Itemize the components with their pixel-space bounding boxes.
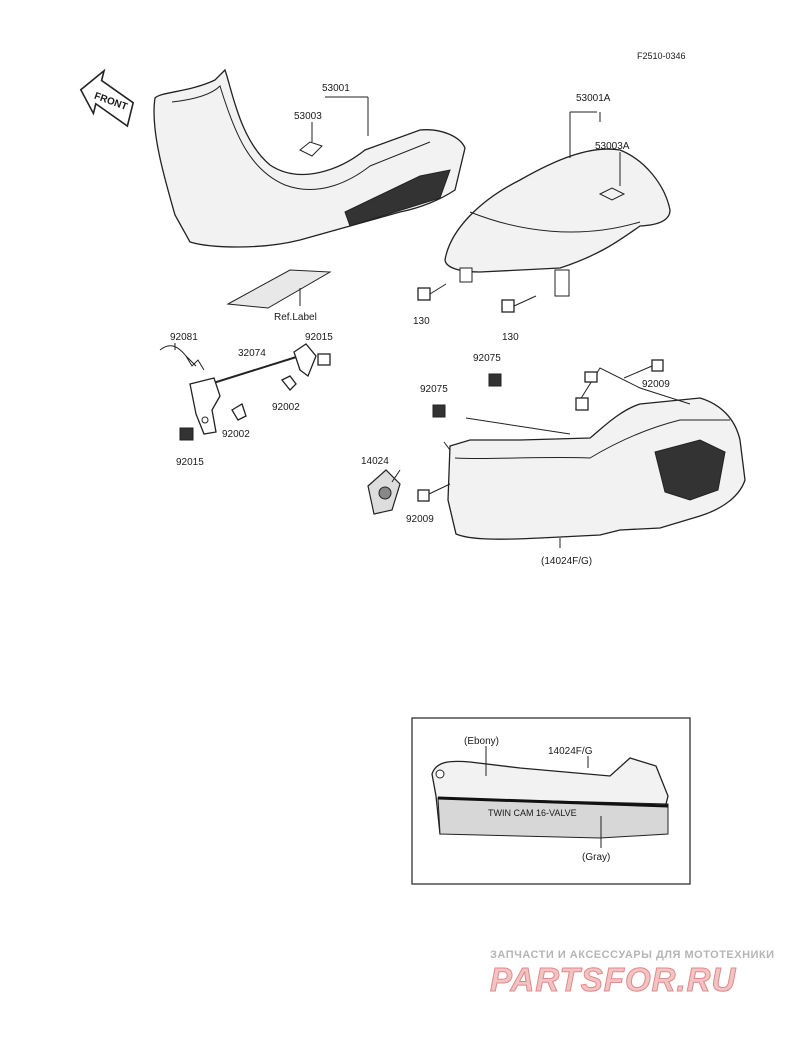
diagram-code: F2510-0346: [637, 51, 686, 61]
bolt-92009-lock: [417, 483, 451, 502]
label-14024FG: (14024F/G): [541, 556, 592, 567]
label-92081: 92081: [170, 332, 198, 343]
label-92075-a: 92075: [473, 353, 501, 364]
label-92015-low: 92015: [176, 457, 204, 468]
inset-decal: TWIN CAM 16-VALVE: [488, 808, 577, 818]
label-92015-top: 92015: [305, 332, 333, 343]
label-ref-label: Ref.Label: [274, 312, 317, 323]
grommet-92075-a: [488, 373, 502, 387]
label-53001A: 53001A: [576, 93, 611, 104]
label-53003: 53003: [294, 111, 322, 122]
grommet-92075-b: [432, 404, 446, 418]
label-92002-low: 92002: [222, 429, 250, 440]
label-32074: 32074: [238, 348, 266, 359]
rear-seat-53001A: [444, 148, 671, 297]
inset-part: 14024F/G: [548, 746, 593, 757]
bolt-92009-top: [623, 359, 664, 379]
label-53003A: 53003A: [595, 141, 630, 152]
label-92009-lock: 92009: [406, 514, 434, 525]
tail-cover: [447, 367, 746, 540]
watermark-logo: PARTSFOR.RU: [489, 961, 737, 999]
label-92002-mid: 92002: [272, 402, 300, 413]
leader-lines: [174, 96, 621, 548]
label-14024: 14024: [361, 456, 389, 467]
label-130-right: 130: [502, 332, 519, 343]
seat-53001: [153, 68, 466, 248]
seat-lock-assembly: [159, 343, 331, 441]
bolt-130-left: [417, 283, 447, 301]
bolt-130-right: [501, 295, 537, 313]
label-92009-top: 92009: [642, 379, 670, 390]
watermark-tagline: ЗАПЧАСТИ И АКСЕССУАРЫ ДЛЯ МОТОТЕХНИКИ: [490, 949, 775, 961]
inset-gray: (Gray): [582, 852, 610, 863]
ref-label-sheet: [226, 269, 332, 309]
color-inset: (Ebony) 14024F/G TWIN CAM 16-VALVE (Gray…: [411, 717, 691, 885]
front-arrow: FRONT: [79, 68, 135, 128]
seat-lock-14024: [367, 469, 401, 515]
label-92075-b: 92075: [420, 384, 448, 395]
label-53001: 53001: [322, 83, 350, 94]
label-130-left: 130: [413, 316, 430, 327]
inset-ebony: (Ebony): [464, 736, 499, 747]
